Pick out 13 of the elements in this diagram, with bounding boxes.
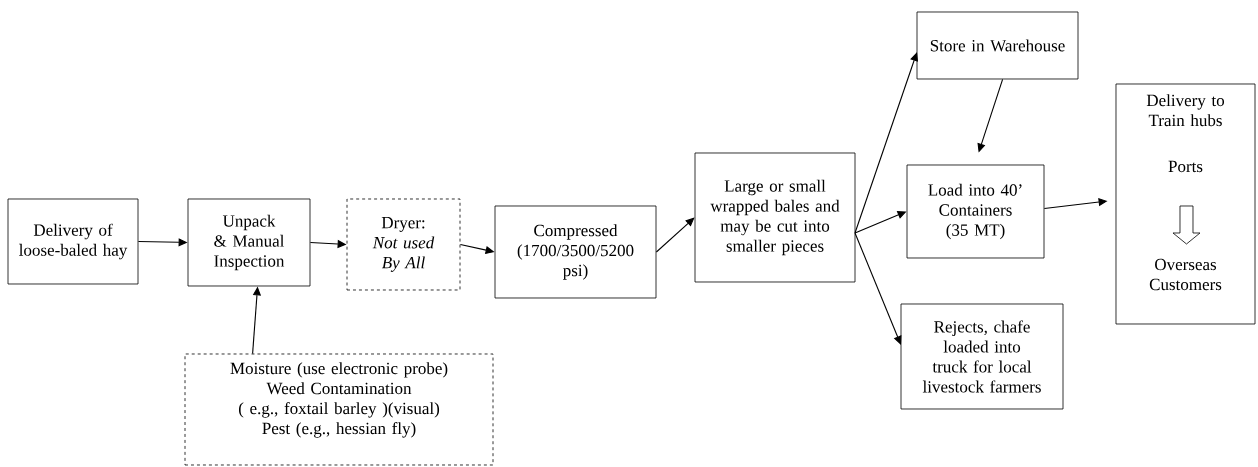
dashed-box: Moisture (use electronic probe) Weed Contamination ( e.g., foxtail barley )(visual) Pest (e.g., hessian fly) [184,353,494,466]
dashed-box: Dryer: Not used By All [346,198,461,291]
process-box: Store in Warehouse [916,11,1079,80]
arrow [854,52,918,234]
process-box: Delivery to Train hubs Ports Overseas Customers [1115,83,1256,325]
process-box: Load into 40’ Containers (35 MT) [906,164,1045,259]
process-box: Rejects, chafe loaded into truck for local livestock farmers [900,303,1064,410]
process-box: Compressed (1700/3500/5200 psi) [494,205,657,299]
arrow [655,217,695,253]
process-box: Large or small wrapped bales and may be cut into smaller pieces [694,152,856,283]
arrow [854,232,902,345]
process-box: Delivery of loose-baled hay [7,198,139,285]
process-box: Unpack & Manual Inspection [187,198,311,287]
